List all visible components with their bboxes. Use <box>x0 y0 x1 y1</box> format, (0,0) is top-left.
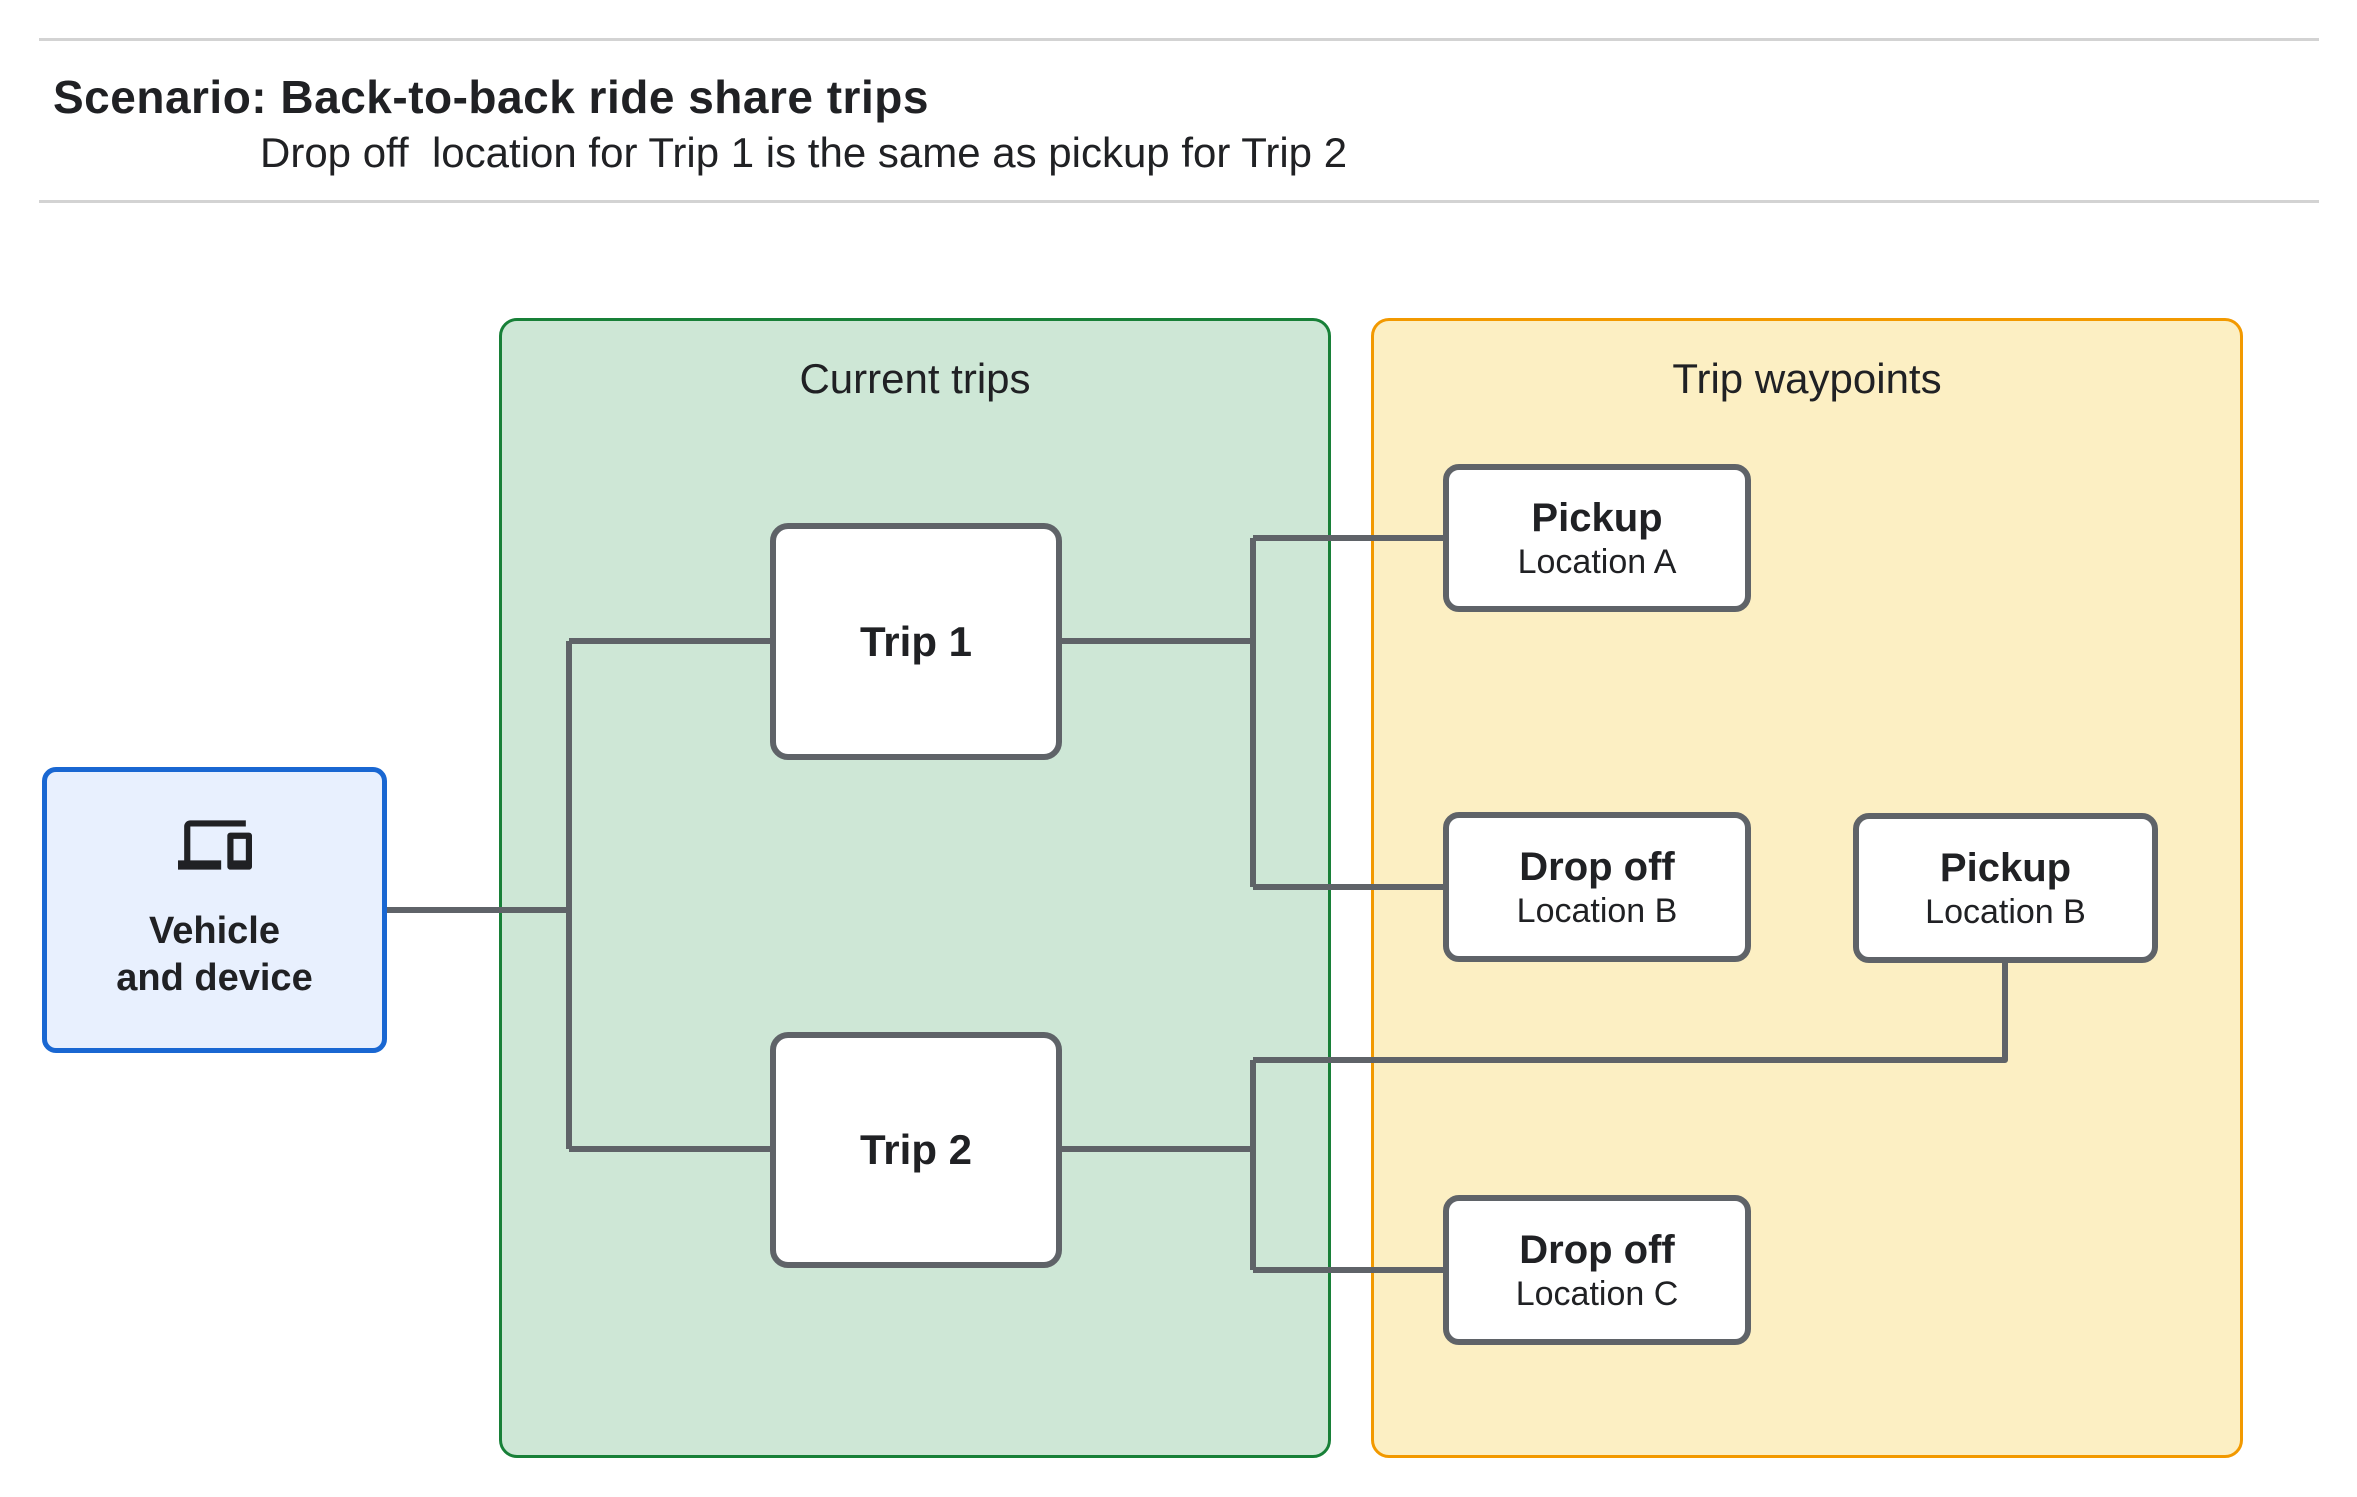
vehicle-label-line2: and device <box>116 957 313 999</box>
header-divider-top <box>39 38 2319 41</box>
vehicle-node: Vehicle and device <box>42 767 387 1053</box>
trip2-label: Trip 2 <box>859 1126 973 1173</box>
dropoff-c-subtitle: Location C <box>1515 1275 1679 1313</box>
devices-icon <box>177 820 252 870</box>
pickup-location-b-node: Pickup Location B <box>1853 813 2158 963</box>
header-divider-bottom <box>39 200 2319 203</box>
vehicle-label-line1: Vehicle <box>149 910 280 952</box>
pickup-b-subtitle: Location B <box>1925 893 2086 931</box>
current-trips-group: Current trips <box>499 318 1331 1458</box>
pickup-b-title: Pickup <box>1939 846 2072 890</box>
dropoff-b-subtitle: Location B <box>1516 892 1678 930</box>
trip-waypoints-title: Trip waypoints <box>1672 355 1942 402</box>
trip2-node: Trip 2 <box>770 1032 1062 1268</box>
trip1-node: Trip 1 <box>770 523 1062 760</box>
trip1-label: Trip 1 <box>859 617 973 665</box>
page-subtitle: Drop off location for Trip 1 is the same… <box>260 129 1348 176</box>
dropoff-b-title: Drop off <box>1519 845 1675 889</box>
vehicle-node-label: Vehicle and device <box>116 908 312 1002</box>
pickup-a-title: Pickup <box>1531 496 1663 540</box>
pickup-a-subtitle: Location A <box>1517 543 1677 581</box>
dropoff-location-b-node: Drop off Location B <box>1443 812 1751 962</box>
current-trips-title: Current trips <box>799 355 1031 402</box>
dropoff-c-title: Drop off <box>1519 1228 1675 1272</box>
pickup-location-a-node: Pickup Location A <box>1443 464 1751 612</box>
page-title: Scenario: Back-to-back ride share trips <box>53 71 929 123</box>
dropoff-location-c-node: Drop off Location C <box>1443 1195 1751 1345</box>
